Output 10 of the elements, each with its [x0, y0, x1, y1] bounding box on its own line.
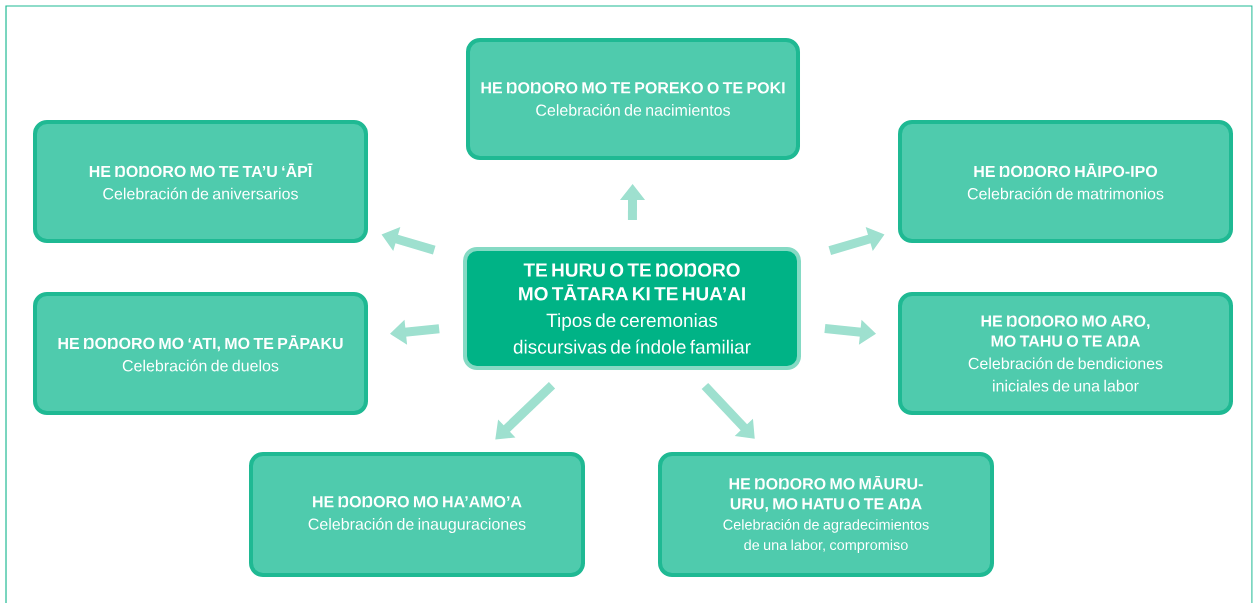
- category-box: HE ŊOŊORO MO MĀURU-URU, MO HATU O TE AŊA Celebración de agradecimientos de una labor, compromiso: [658, 452, 994, 577]
- category-box: HE ŊOŊORO MO TE POREKO O TE POKI Celebración de nacimientos: [466, 38, 800, 160]
- category-box: HE ŊOŊORO MO HA’AMO’A Celebración de inauguraciones: [249, 452, 585, 577]
- category-box: HE ŊOŊORO MO ‘ATI, MO TE PĀPAKU Celebración de duelos: [33, 292, 368, 415]
- category-box: HE ŊOŊORO HĀIPO-IPO Celebración de matrimonios: [898, 120, 1233, 243]
- category-box: HE ŊOŊORO MO ARO, MO TAHU O TE AŊA Celebración de bendiciones iniciales de una labor: [898, 292, 1233, 415]
- arrow: [495, 381, 556, 440]
- hub-box: TE HURU O TE ŊOŊORO MO TĀTARA KI TE HUA’AI Tipos de ceremonias discursivas de índole familiar: [463, 247, 801, 370]
- category-box: HE ŊOŊORO MO TE TA’U ‘ĀPĪ Celebración de aniversarios: [33, 120, 368, 243]
- arrow: [701, 382, 755, 439]
